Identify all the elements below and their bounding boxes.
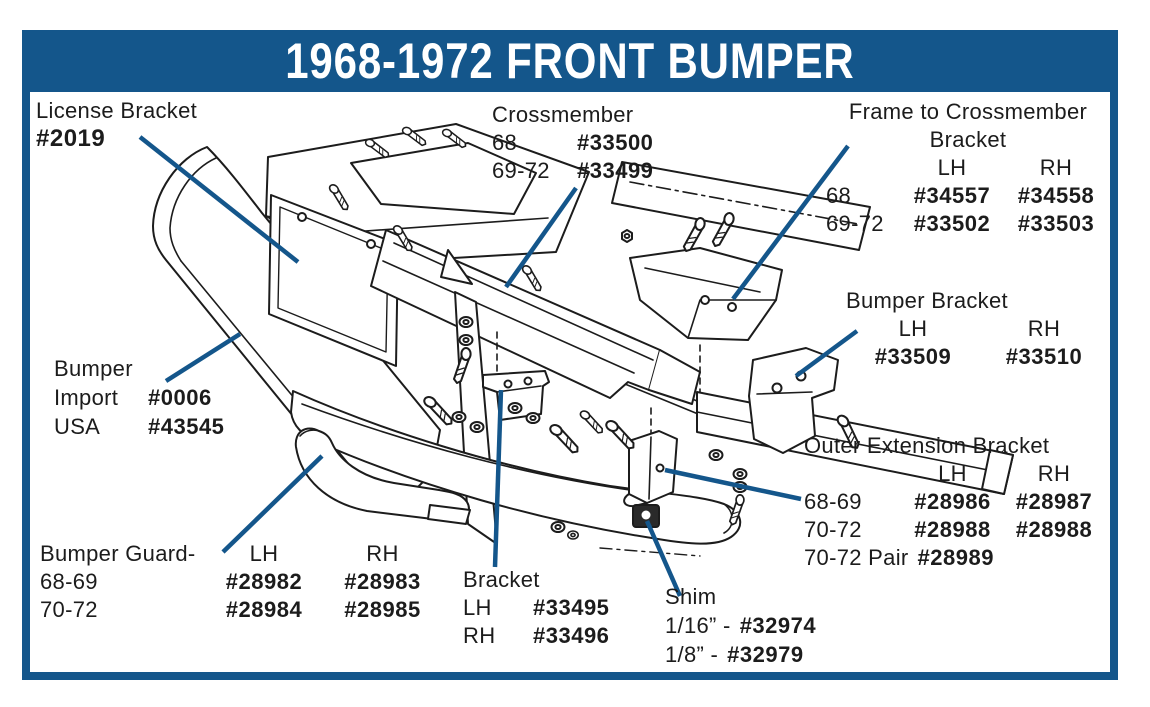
shim-size-116: 1/16” - [665, 613, 731, 638]
f2c-year-68: 68 [826, 183, 852, 208]
bumper-guard-name: Bumper Guard- [40, 541, 196, 566]
label-bracket: Bracket LH #33495 RH #33496 [463, 566, 609, 650]
license-bracket-part: #2019 [36, 125, 106, 152]
label-shim: Shim 1/16” - #32974 1/8” - #32979 [665, 582, 816, 669]
bumper-guard-col-lh: LH [249, 541, 279, 566]
oeb-pair-part: #28989 [917, 545, 994, 570]
bumper-bracket-col-lh: LH [898, 316, 928, 341]
bumper-guard-part [294, 427, 471, 525]
leader-bumper-bracket [794, 329, 859, 378]
crossmember-part-6972: #33499 [577, 158, 654, 183]
crossmember-year-68: 68 [492, 130, 518, 155]
bracket-side-rh: RH [463, 623, 496, 648]
f2c-rh-68: #34558 [1017, 183, 1095, 208]
bumper-guard-year-7072: 70-72 [40, 597, 98, 622]
leader-shim [644, 520, 683, 597]
leader-lines [138, 135, 859, 597]
f2c-name-line1: Frame to Crossmember [848, 99, 1088, 124]
oeb-col-lh: LH [938, 461, 967, 486]
f2c-col-lh: LH [937, 155, 967, 180]
crossmember-part [370, 229, 701, 405]
oeb-rh-7072: #28988 [1015, 517, 1093, 542]
license-bracket-part [268, 194, 399, 367]
f2c-lh-68: #34557 [913, 183, 991, 208]
leader-bracket [492, 389, 504, 568]
crossmember-name: Crossmember [492, 102, 634, 127]
license-bracket-name: License Bracket [36, 98, 198, 123]
bumper-guard-lh-7072: #28984 [225, 597, 303, 622]
oeb-lh-7072: #28988 [914, 517, 991, 542]
bracket-part-lh: #33495 [533, 595, 610, 620]
shim-part-116: #32974 [739, 613, 817, 638]
leader-license-bracket [138, 135, 300, 264]
bumper-name: Bumper [54, 356, 133, 381]
bumper-guard-rh-7072: #28985 [344, 597, 421, 622]
leader-bumper-guard [221, 454, 324, 554]
label-bumper-bracket: Bumper Bracket LH RH #33509 #33510 [846, 287, 1108, 371]
label-license-bracket: License Bracket #2019 [36, 97, 197, 153]
bumper-part-import: #0006 [148, 385, 212, 410]
oeb-rh-6869: #28987 [1015, 489, 1093, 514]
label-outer-extension-bracket: Outer Extension Bracket LH RH 68-69 #289… [804, 432, 1104, 572]
label-bumper: Bumper Import #0006 USA #43545 [54, 354, 224, 441]
bumper-guard-lh-6869: #28982 [225, 569, 303, 594]
bumper-bracket-col-rh: RH [1027, 316, 1061, 341]
outer-extension-bracket-part [623, 407, 678, 508]
f2c-lh-6972: #33502 [913, 211, 991, 236]
bumper-bracket-part [748, 347, 839, 454]
leader-frame-to-crossmember [731, 144, 850, 301]
oeb-pair-label: 70-72 Pair [804, 545, 909, 570]
oeb-col-rh: RH [1037, 461, 1071, 486]
leader-outer-extension [664, 467, 802, 502]
bumper-bracket-rh-part: #33510 [1005, 344, 1083, 369]
bumper-bracket-name: Bumper Bracket [846, 288, 1008, 313]
bracket-name: Bracket [463, 567, 540, 592]
bumper-origin-import: Import [54, 385, 119, 410]
f2c-year-6972: 69-72 [826, 211, 884, 236]
f2c-name-line2: Bracket [929, 127, 1007, 152]
page-title: 1968-1972 FRONT BUMPER [285, 33, 855, 89]
bracket-part-rh: #33496 [533, 623, 610, 648]
oeb-year-6869: 68-69 [804, 489, 862, 514]
bumper-bracket-lh-part: #33509 [874, 344, 952, 369]
label-bumper-guard: Bumper Guard- LH RH 68-69 #28982 #28983 … [40, 540, 445, 624]
shim-size-18: 1/8” - [665, 642, 719, 667]
leader-bumper [164, 332, 242, 383]
f2c-col-rh: RH [1039, 155, 1073, 180]
bumper-origin-usa: USA [54, 414, 101, 439]
leader-crossmember [504, 186, 578, 289]
oeb-lh-6869: #28986 [914, 489, 991, 514]
shim-name: Shim [665, 584, 717, 609]
frame-rail-phantom [611, 161, 871, 251]
bumper-guard-rh-6869: #28983 [344, 569, 421, 594]
bracket-side-lh: LH [463, 595, 492, 620]
crossmember-part-68: #33500 [577, 130, 654, 155]
frame-to-crossmember-bracket-part [629, 247, 783, 341]
label-crossmember: Crossmember 68 #33500 69-72 #33499 [492, 101, 653, 185]
shim-part [632, 504, 660, 528]
bumper-guard-year-6869: 68-69 [40, 569, 98, 594]
oeb-year-7072: 70-72 [804, 517, 862, 542]
label-frame-to-crossmember: Frame to Crossmember Bracket LH RH 68 #3… [826, 98, 1110, 238]
oeb-name: Outer Extension Bracket [804, 433, 1050, 458]
title-bar: 1968-1972 FRONT BUMPER [22, 30, 1118, 92]
crossmember-year-6972: 69-72 [492, 158, 550, 183]
shim-part-18: #32979 [727, 642, 804, 667]
bumper-guard-col-rh: RH [366, 541, 399, 566]
f2c-rh-6972: #33503 [1017, 211, 1095, 236]
bumper-part-usa: #43545 [148, 414, 225, 439]
